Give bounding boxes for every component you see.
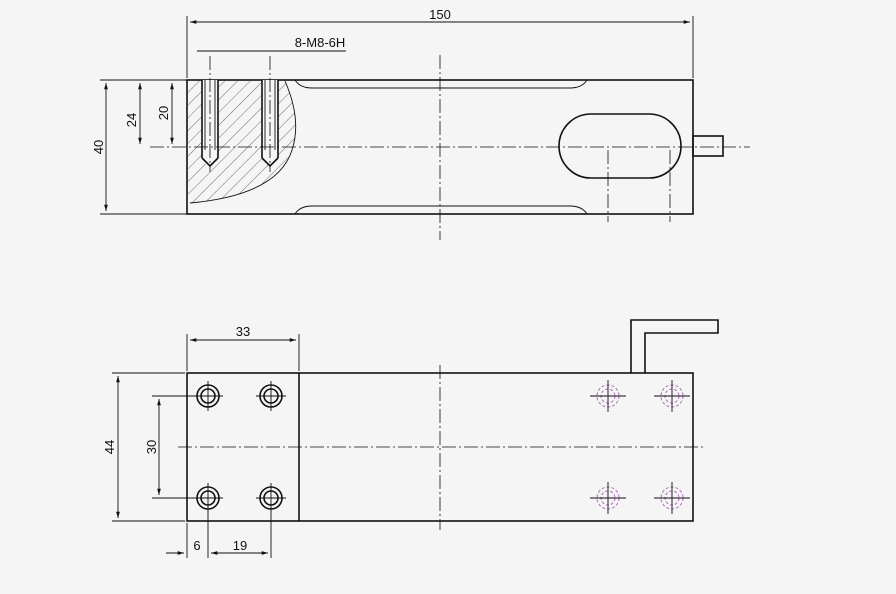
bottom-groove: [294, 205, 588, 215]
threaded-hole-2: [261, 56, 279, 172]
dim-height-24: 24: [124, 113, 139, 127]
mounting-hole-top-left: [193, 381, 223, 411]
mounting-hole-bottom-left: [193, 483, 223, 513]
mounting-hole-bottom-right: [256, 483, 286, 513]
cable-plan: [630, 319, 719, 373]
hidden-hole-top-2: [654, 380, 690, 412]
dim-height-20: 20: [156, 106, 171, 120]
dim-overall-length: 150: [429, 7, 451, 22]
side-view: 150 8-M8-6H 40 24 20: [91, 7, 750, 240]
dim-hole-offset-edge: 6: [193, 538, 200, 553]
dim-hole-spacing-horizontal: 19: [233, 538, 247, 553]
section-break-line: [189, 80, 297, 204]
dim-thread-spec: 8-M8-6H: [295, 35, 346, 50]
mounting-hole-top-right: [256, 381, 286, 411]
threaded-hole-1: [201, 56, 219, 172]
hidden-hole-bottom-1: [590, 482, 626, 514]
dim-overall-width: 44: [102, 440, 117, 454]
hidden-hole-bottom-2: [654, 482, 690, 514]
dim-block-width: 33: [236, 324, 250, 339]
plan-view: 33 44 30 6 19: [102, 319, 719, 558]
dim-height-40: 40: [91, 140, 106, 154]
hidden-hole-top-1: [590, 380, 626, 412]
top-groove: [294, 79, 588, 89]
strain-gauge-pocket: [558, 113, 682, 179]
cable-stub-side: [692, 135, 724, 157]
dim-hole-spacing-vertical: 30: [144, 440, 159, 454]
